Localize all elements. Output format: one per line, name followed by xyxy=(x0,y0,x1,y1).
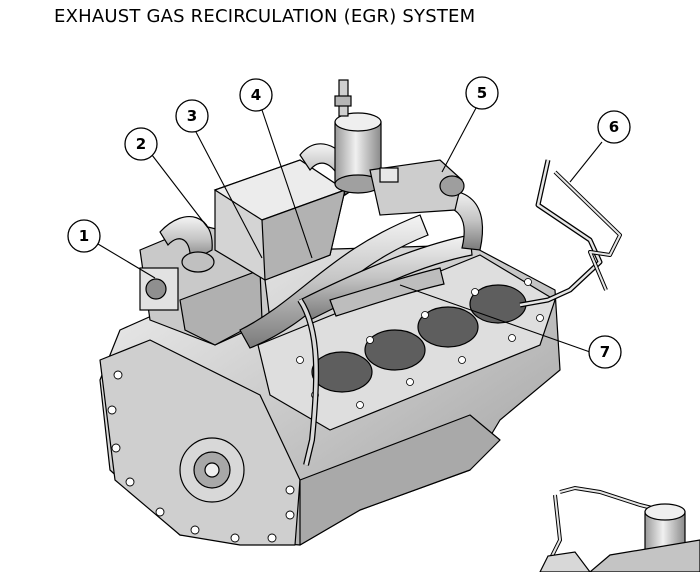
callout-6: 6 xyxy=(597,110,631,144)
egr-cooler xyxy=(213,159,347,281)
leader-line-3 xyxy=(195,131,263,259)
callout-5-label: 5 xyxy=(477,84,487,102)
callout-2-label: 2 xyxy=(136,135,146,153)
external-egr-tube-branch-highlight xyxy=(554,171,621,291)
external-egr-tube-highlight xyxy=(519,159,602,307)
egr-transfer-pipes xyxy=(239,214,473,349)
leader-line-6 xyxy=(569,141,603,183)
callout-3: 3 xyxy=(175,99,209,133)
callout-4-label: 4 xyxy=(251,86,261,104)
callout-7: 7 xyxy=(588,335,622,369)
secondary-engine-view xyxy=(539,485,700,572)
timing-cover-bolts xyxy=(107,370,295,543)
page-title: EXHAUST GAS RECIRCULATION (EGR) SYSTEM xyxy=(54,6,476,27)
leader-line-1 xyxy=(97,243,156,279)
leader-line-4 xyxy=(261,109,313,259)
callout-5: 5 xyxy=(465,76,499,110)
leader-line-5 xyxy=(441,107,477,173)
cylinder-deck xyxy=(257,254,556,431)
egr-valve-body xyxy=(369,159,465,216)
callout-2: 2 xyxy=(124,127,158,161)
callout-6-label: 6 xyxy=(609,118,619,136)
callout-3-label: 3 xyxy=(187,107,197,125)
deck-bolt-holes xyxy=(296,278,544,409)
egr-feed-tube-highlight xyxy=(298,299,318,466)
callout-1-label: 1 xyxy=(79,227,89,245)
leader-lines xyxy=(97,107,603,353)
callout-7-label: 7 xyxy=(600,343,610,361)
leader-line-2 xyxy=(151,154,209,229)
egr-inlet-elbow xyxy=(159,216,215,273)
callout-1: 1 xyxy=(67,219,101,253)
callout-4: 4 xyxy=(239,78,273,112)
leader-line-7 xyxy=(399,284,591,353)
